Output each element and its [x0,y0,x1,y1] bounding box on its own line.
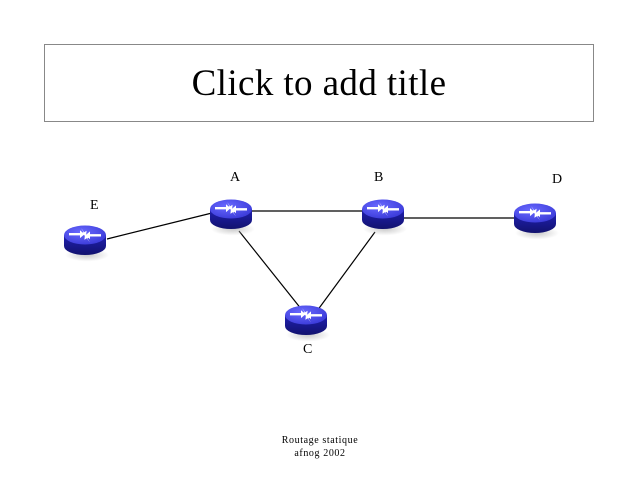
title-placeholder[interactable]: Click to add title [44,44,594,122]
router-node-e[interactable]: E [62,198,110,262]
cisco-router-icon [64,225,109,262]
router-node-a[interactable]: A [208,170,256,236]
network-link-b-c [316,231,376,312]
cisco-router-icon [362,199,407,236]
network-link-a-c [238,230,303,311]
cisco-router-icon [514,203,559,240]
router-label-b: B [374,170,384,185]
router-label-c: C [303,342,313,357]
router-label-d: D [552,172,563,187]
network-link-e-a [106,211,217,240]
cisco-router-icon [285,305,330,342]
router-node-d[interactable]: D [512,172,562,240]
slide-footer: Routage statique afnog 2002 [0,434,640,460]
router-label-a: A [230,170,241,185]
footer-line-1: Routage statique [281,435,359,446]
router-node-b[interactable]: B [360,170,408,236]
page-title: Click to add title [191,62,447,104]
cisco-router-icon [210,199,255,236]
router-label-e: E [90,198,99,213]
footer-line-2: afnog 2002 [294,448,346,459]
router-node-c[interactable]: C [283,298,331,357]
